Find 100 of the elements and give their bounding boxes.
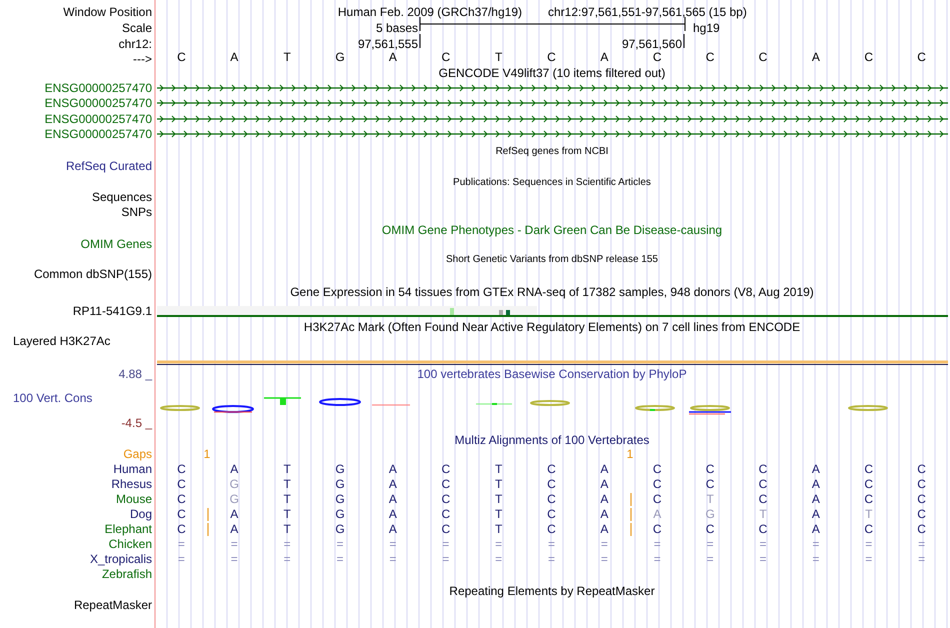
alignment-gap-sign: = [230,537,238,551]
axis-value: -4.5 _ [121,416,152,430]
alignment-gap-sign: = [336,537,344,551]
base-letter: C [441,507,450,521]
base-letter: C [706,477,714,491]
base-letter: T [284,462,291,476]
base-letter: C [177,522,186,536]
alignment-gap-sign: = [760,537,766,551]
alignment-gap-sign: = [442,537,450,551]
base-letter: A [388,462,397,476]
base-letter: C [864,492,874,506]
gene-name: ENSG00000257470 [44,112,152,126]
track-title: OMIM Gene Phenotypes - Dark Green Can Be Disease-causing [382,223,722,237]
base-letter: C [177,507,186,521]
row-label: Scale [122,21,152,35]
alignment-gap-sign: = [706,537,714,551]
base-letter: C [758,50,768,64]
base-letter: C [441,492,450,506]
track-title: GENCODE V49lift37 (10 items filtered out) [438,66,666,80]
base-letter: C [917,492,926,506]
base-letter: T [494,522,502,536]
strand-indicator: ---> [133,52,152,66]
axis-value: 4.88 _ [118,367,152,381]
gene-name: ENSG00000257470 [44,127,152,141]
track-label: Common dbSNP(155) [34,267,152,281]
base-letter: C [706,50,714,64]
gap-count: 1 [626,447,634,461]
row-label: Gaps [123,447,152,461]
track-label: RepeatMasker [74,598,152,612]
track-label: SNPs [121,205,152,219]
base-letter: C [758,462,768,476]
base-letter: C [441,522,450,536]
species-name: Mouse [116,492,152,506]
base-letter: C [706,462,714,476]
alignment-gap-sign: = [918,552,926,566]
base-letter: C [547,50,556,64]
base-letter: C [547,507,556,521]
base-letter: C [177,462,186,476]
species-name: Dog [130,507,152,521]
alignment-gap-sign: = [548,537,556,551]
coordinate-label: 97,561,555 [358,37,418,51]
base-letter: C [758,477,768,491]
alignment-gap-sign: = [918,537,926,551]
base-letter: A [388,507,397,521]
coordinate-label: 97,561,560 [622,37,682,51]
alignment-gap-sign: = [495,552,502,566]
base-letter: T [284,522,291,536]
alignment-gap-sign: = [178,537,185,551]
alignment-gap-sign: = [654,537,661,551]
base-letter: C [441,462,450,476]
alignment-gap-sign: = [284,537,291,551]
alignment-gap-sign: = [230,552,238,566]
track-title: 100 vertebrates Basewise Conservation by PhyloP [417,367,687,381]
base-letter: C [547,477,556,491]
track-title: Publications: Sequences in Scientific Articles [453,176,651,190]
base-letter: C [652,50,662,64]
base-letter: A [812,50,820,64]
base-letter: C [441,50,450,64]
base-letter: T [494,507,502,521]
base-letter: A [388,477,397,491]
species-name: Zebrafish [102,567,152,581]
base-letter: C [917,50,926,64]
base-letter: T [494,50,502,64]
gap-count: 1 [204,447,210,461]
scale-text: 5 bases [376,21,418,35]
base-letter: T [284,50,291,64]
species-name: Chicken [108,537,152,551]
track-label: 100 Vert. Cons [13,391,92,405]
track-label: Layered H3K27Ac [13,334,110,348]
base-letter: G [335,522,345,536]
base-letter: T [494,477,502,491]
gene-name: RP11-541G9.1 [72,304,152,318]
base-letter: A [388,50,397,64]
base-letter: C [706,522,714,536]
base-letter: A [653,507,662,521]
alignment-gap-sign: = [548,552,556,566]
base-letter: G [335,462,345,476]
alignment-gap-sign: = [284,552,291,566]
base-letter: T [759,507,767,521]
base-letter: C [864,477,874,491]
base-letter: A [388,492,397,506]
base-letter: T [494,492,502,506]
alignment-gap-sign: = [760,552,766,566]
base-letter: G [335,507,345,521]
base-letter: G [335,50,345,64]
alignment-gap-sign: = [178,552,185,566]
base-letter: A [600,522,608,536]
base-letter: T [865,507,872,521]
base-letter: A [600,507,608,521]
base-letter: C [864,522,874,536]
base-letter: A [600,492,608,506]
base-letter: T [494,462,502,476]
base-letter: C [177,477,186,491]
base-letter: C [917,462,926,476]
base-letter: C [652,477,662,491]
track-title: Repeating Elements by RepeatMasker [449,584,655,598]
alignment-gap-sign: = [600,552,608,566]
alignment-gap-sign: = [865,552,872,566]
base-letter: G [335,477,345,491]
alignment-gap-sign: = [812,537,820,551]
